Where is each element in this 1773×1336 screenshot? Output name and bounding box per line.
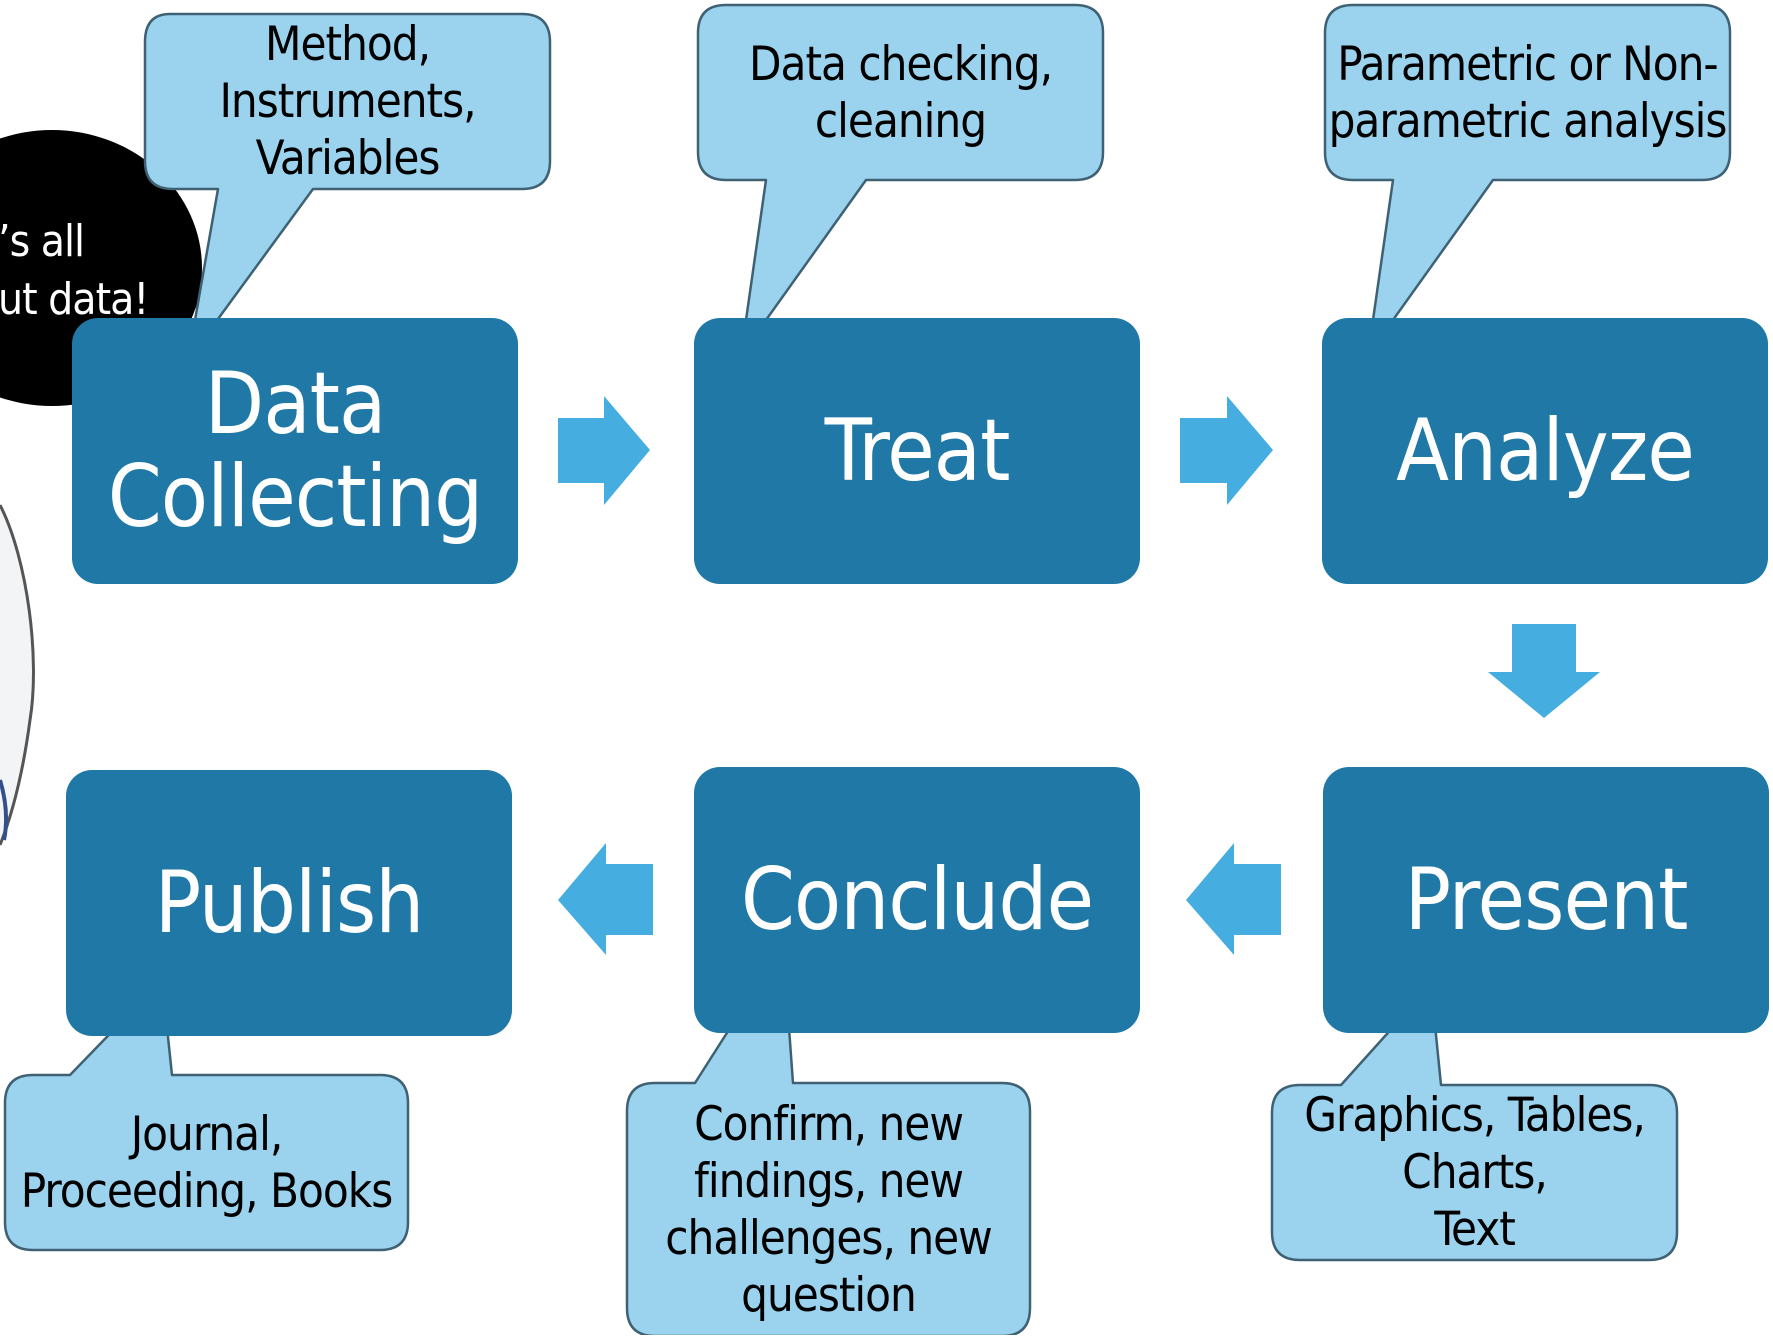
callout-conclude: Confirm, new findings, new challenges, n… [665,1096,992,1323]
arrow-down-icon [1488,624,1600,718]
speech-bubble-text: ’s all ut data! [0,216,149,325]
speech-bubble-tail [160,300,200,335]
arrow-right-icon [1180,396,1273,505]
callout-shape-treat [696,3,1105,357]
callout-shape-analyze [1323,3,1732,357]
arrow-right-icon [558,396,650,505]
step-analyze: Analyze [1322,318,1768,584]
step-treat: Treat [694,318,1140,584]
step-publish: Publish [66,770,512,1036]
callout-present: Graphics, Tables, Charts, Text [1304,1088,1646,1257]
callout-analyze: Parametric or Non- parametric analysis [1328,36,1728,149]
callout-treat: Data checking, cleaning [748,36,1053,149]
step-present: Present [1323,767,1769,1033]
callout-shape-conclude [625,943,1032,1335]
photo-edge [0,504,35,846]
callout-publish: Journal, Proceeding, Books [20,1106,394,1219]
photo-edge-detail [0,779,9,841]
callout-shape-data-collecting [143,12,552,362]
callout-data-collecting: Method, Instruments, Variables [219,17,476,186]
step-data-collecting: Data Collecting [72,318,518,584]
callout-shape-present [1270,983,1679,1262]
step-conclude: Conclude [694,767,1140,1033]
arrow-left-icon [1186,843,1281,955]
arrow-left-icon [558,843,653,955]
callout-shape-publish [3,978,410,1252]
